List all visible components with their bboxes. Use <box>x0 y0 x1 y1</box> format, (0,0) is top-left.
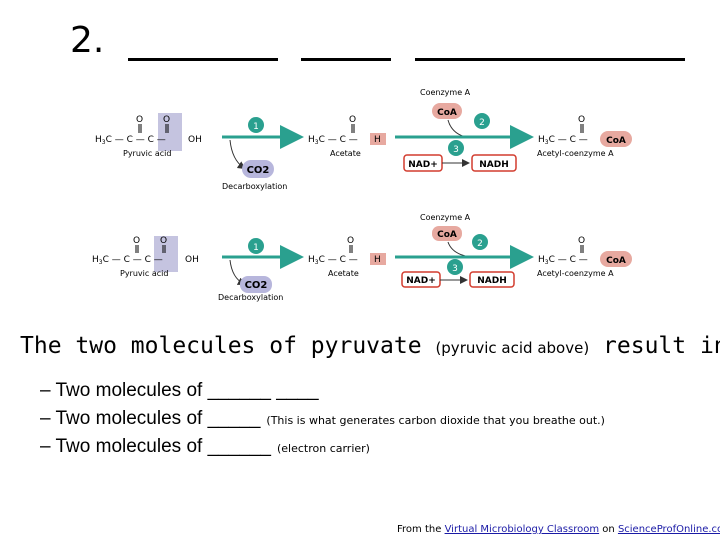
acetyl-coenzyme-a-label: Acetyl-coenzyme A <box>537 149 614 158</box>
list-item: – Two molecules of _____(This is what ge… <box>40 408 605 429</box>
coa-badge <box>432 226 462 241</box>
slide-title: 2. <box>70 20 685 61</box>
svg-text:O: O <box>136 115 143 125</box>
virtual-microbiology-link[interactable]: Virtual Microbiology Classroom <box>444 524 600 535</box>
pyruvic-acid-label: Pyruvic acid <box>123 149 171 158</box>
statement-tail: result in: <box>603 333 720 359</box>
step2-badge <box>474 113 490 129</box>
oh-label: OH <box>185 255 199 265</box>
svg-text:O: O <box>578 115 585 125</box>
step1-badge <box>248 238 264 254</box>
coa-label: CoA <box>437 108 457 118</box>
svg-text:H3C — C —: H3C — C — <box>308 135 358 146</box>
scienceprofonline-link[interactable]: ScienceProfOnline.com <box>617 524 720 535</box>
svg-text:O: O <box>347 236 354 246</box>
nadh-label: NADH <box>477 276 507 286</box>
nadh-label: NADH <box>479 160 509 170</box>
pyruvate-highlight <box>154 236 178 272</box>
svg-text:O: O <box>133 236 140 246</box>
coenzyme-a-label: Coenzyme A <box>420 88 471 97</box>
svg-text:H3C — C —: H3C — C — <box>538 135 588 146</box>
svg-text:H3C — C — C —: H3C — C — C — <box>95 135 166 146</box>
step1-badge <box>248 117 264 133</box>
list-item: – Two molecules of ______ ____ <box>40 380 319 401</box>
co2-label: CO2 <box>247 165 270 176</box>
coa-badge <box>432 103 462 119</box>
step3-badge <box>447 259 463 275</box>
co2-badge <box>242 160 274 178</box>
svg-text:O: O <box>349 115 356 125</box>
nad-label: NAD+ <box>406 276 436 286</box>
list-item: – Two molecules of ______(electron carri… <box>40 436 370 457</box>
reaction-top: H3C — C — C — OH O O Pyruvic acid 1 CO2 … <box>95 88 632 191</box>
oh-label: OH <box>188 135 202 145</box>
svg-text:3: 3 <box>452 264 458 274</box>
svg-text:1: 1 <box>253 122 259 132</box>
result-list: – Two molecules of ______ ____ – Two mol… <box>40 378 605 462</box>
acetyl-coenzyme-a-label: Acetyl-coenzyme A <box>537 269 614 278</box>
decarboxylation-label: Decarboxylation <box>222 182 287 191</box>
acetyl-coa-badge: CoA <box>606 136 626 146</box>
pyruvate-oxidation-diagram: H3C — C — C — OH O O Pyruvic acid 1 CO2 … <box>92 88 632 302</box>
title-blank-3 <box>414 26 685 61</box>
svg-text:2: 2 <box>477 239 483 249</box>
title-blank-2 <box>301 26 392 61</box>
step2-badge <box>472 234 488 250</box>
pyruvate-highlight <box>158 113 182 151</box>
nadh-box <box>471 154 517 172</box>
source-credit: From the Virtual Microbiology Classroom … <box>397 524 720 535</box>
co2-badge <box>240 276 272 293</box>
statement-main: The two molecules of pyruvate <box>20 333 422 359</box>
coenzyme-a-label: Coenzyme A <box>420 213 471 222</box>
nad-label: NAD+ <box>408 160 438 170</box>
svg-text:1: 1 <box>253 243 259 253</box>
svg-text:H3C — C —: H3C — C — <box>538 255 588 266</box>
decarboxylation-label: Decarboxylation <box>218 293 283 302</box>
h-label: H <box>374 135 381 145</box>
acetyl-coa-badge: CoA <box>606 256 626 266</box>
svg-text:O: O <box>163 115 170 125</box>
svg-text:H3C — C —: H3C — C — <box>308 255 358 266</box>
reaction-bottom: H3C — C — C — OH O O Pyruvic acid 1 CO2 … <box>92 213 632 302</box>
svg-text:O: O <box>160 236 167 246</box>
title-blank-1 <box>127 26 278 61</box>
svg-text:O: O <box>578 236 585 246</box>
title-number: 2. <box>70 20 105 61</box>
statement-paren: (pyruvic acid above) <box>435 339 590 357</box>
h-label: H <box>374 255 381 265</box>
svg-text:H3C — C — C —: H3C — C — C — <box>92 255 163 266</box>
svg-text:2: 2 <box>479 118 485 128</box>
pyruvic-acid-label: Pyruvic acid <box>120 269 168 278</box>
result-statement: The two molecules of pyruvate (pyruvic a… <box>20 333 720 359</box>
co2-label: CO2 <box>245 280 268 291</box>
acetate-label: Acetate <box>330 149 361 158</box>
step3-badge <box>448 140 464 156</box>
acetate-label: Acetate <box>328 269 359 278</box>
nadh-box <box>469 271 515 288</box>
svg-text:3: 3 <box>453 145 459 155</box>
coa-label: CoA <box>437 230 457 240</box>
